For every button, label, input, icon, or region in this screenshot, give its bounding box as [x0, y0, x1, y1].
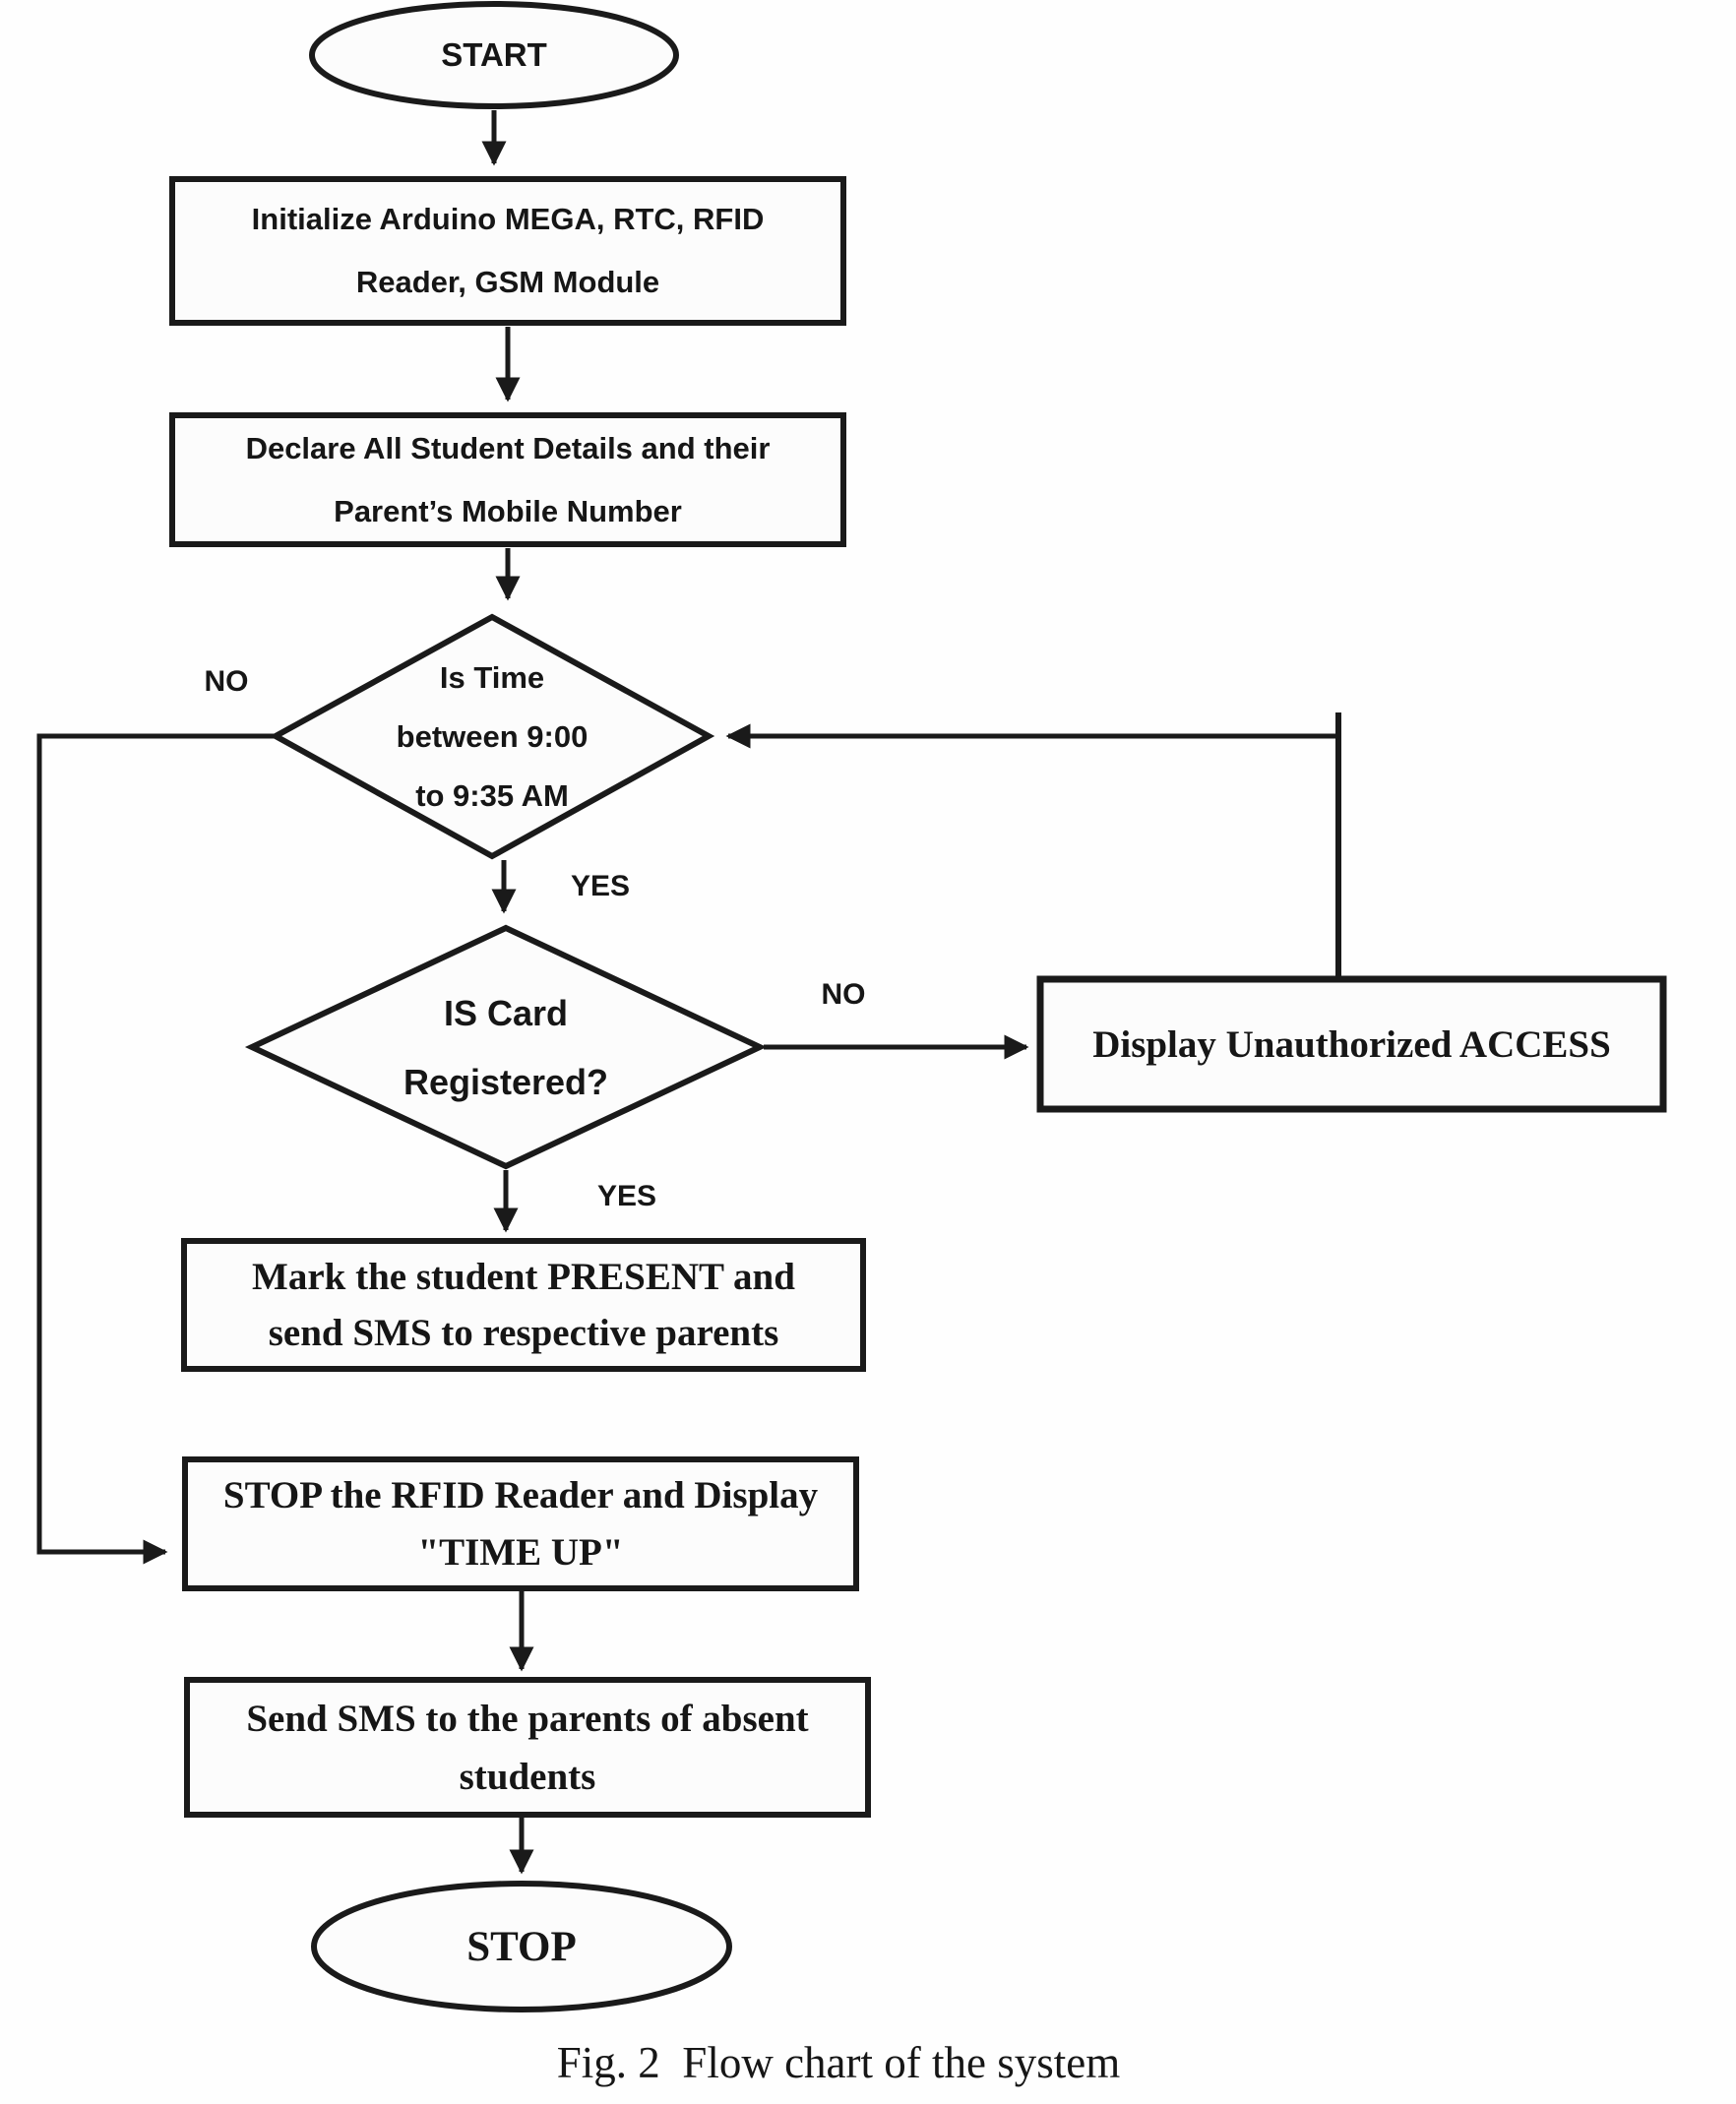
- edge-time-no-loop: [36, 733, 276, 1565]
- stop-reader-box: [182, 1456, 859, 1591]
- declare-box: [169, 412, 846, 547]
- init-box: [169, 176, 846, 326]
- time-no-label: NO: [204, 665, 249, 698]
- send-absent-label: Send SMS to the parents of absent studen…: [246, 1697, 809, 1798]
- mark-present-label: Mark the student PRESENT and send SMS to…: [252, 1256, 795, 1354]
- time-yes-label: YES: [570, 870, 631, 902]
- unauthorized-label: Display Unauthorized ACCESS: [1092, 1022, 1611, 1066]
- start-ellipse: [309, 1, 679, 109]
- stop-label: STOP: [466, 1923, 577, 1970]
- init-label: Initialize Arduino MEGA, RTC, RFID Reade…: [251, 202, 765, 299]
- mark-present-box: [181, 1238, 866, 1372]
- card-decision-diamond: [244, 924, 768, 1170]
- card-no-label: NO: [821, 978, 866, 1011]
- card-decision-label: IS Card Registered?: [403, 992, 609, 1102]
- stop-reader-label: STOP the RFID Reader and Display "TIME U…: [222, 1473, 819, 1574]
- stop-ellipse: [311, 1881, 732, 2012]
- figure-caption: Fig. 2 Flow chart of the system: [556, 2038, 1121, 2087]
- time-decision-label: Is Time between 9:00 to 9:35 AM: [396, 660, 589, 813]
- send-absent-box: [184, 1677, 871, 1818]
- time-decision-diamond: [269, 613, 715, 860]
- start-label: START: [441, 36, 547, 73]
- unauthorized-box: [1036, 975, 1667, 1113]
- card-yes-label: YES: [596, 1180, 657, 1212]
- declare-label: Declare All Student Details and their Pa…: [245, 430, 771, 528]
